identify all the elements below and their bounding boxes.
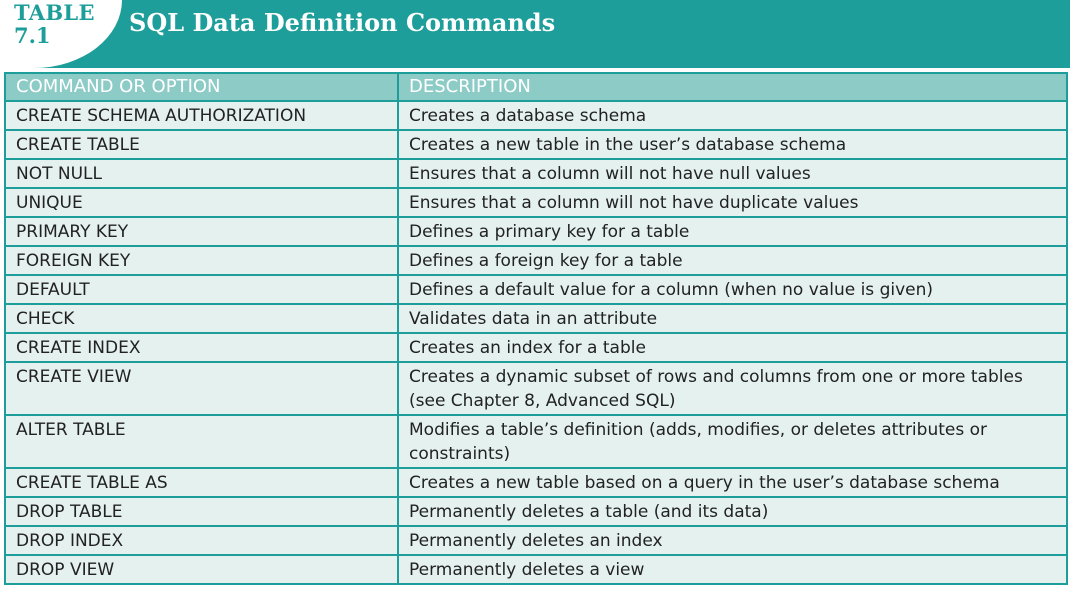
description-cell: Permanently deletes a view (397, 554, 1068, 585)
table-header-row: COMMAND OR OPTION DESCRIPTION (4, 72, 1068, 102)
description-cell: Creates a new table in the user’s databa… (397, 129, 1068, 160)
column-header-description: DESCRIPTION (397, 72, 1068, 102)
command-cell: PRIMARY KEY (4, 216, 399, 247)
table-label-number: 7.1 (14, 23, 51, 48)
command-cell: CREATE SCHEMA AUTHORIZATION (4, 100, 399, 131)
description-cell: Permanently deletes an index (397, 525, 1068, 556)
description-cell: Creates a dynamic subset of rows and col… (397, 361, 1068, 416)
title-band (0, 0, 1070, 68)
command-cell: DROP TABLE (4, 496, 399, 527)
description-cell: Ensures that a column will not have dupl… (397, 187, 1068, 218)
command-cell: CREATE INDEX (4, 332, 399, 363)
description-cell: Defines a default value for a column (wh… (397, 274, 1068, 305)
command-cell: CHECK (4, 303, 399, 334)
description-cell: Creates a new table based on a query in … (397, 467, 1068, 498)
command-cell: NOT NULL (4, 158, 399, 189)
page-title: SQL Data Definition Commands (129, 8, 556, 37)
command-cell: DROP VIEW (4, 554, 399, 585)
description-cell: Validates data in an attribute (397, 303, 1068, 334)
command-cell: DROP INDEX (4, 525, 399, 556)
description-cell: Defines a foreign key for a table (397, 245, 1068, 276)
command-cell: CREATE VIEW (4, 361, 399, 416)
description-cell: Creates an index for a table (397, 332, 1068, 363)
description-cell: Permanently deletes a table (and its dat… (397, 496, 1068, 527)
command-cell: DEFAULT (4, 274, 399, 305)
sql-commands-table: COMMAND OR OPTION DESCRIPTION CREATE SCH… (4, 72, 1068, 585)
column-header-command: COMMAND OR OPTION (4, 72, 399, 102)
description-cell: Modifies a table’s definition (adds, mod… (397, 414, 1068, 469)
command-cell: CREATE TABLE (4, 129, 399, 160)
command-cell: CREATE TABLE AS (4, 467, 399, 498)
command-cell: UNIQUE (4, 187, 399, 218)
description-cell: Defines a primary key for a table (397, 216, 1068, 247)
table-label-word: TABLE (14, 0, 95, 25)
description-cell: Ensures that a column will not have null… (397, 158, 1068, 189)
command-cell: ALTER TABLE (4, 414, 399, 469)
command-cell: FOREIGN KEY (4, 245, 399, 276)
description-cell: Creates a database schema (397, 100, 1068, 131)
